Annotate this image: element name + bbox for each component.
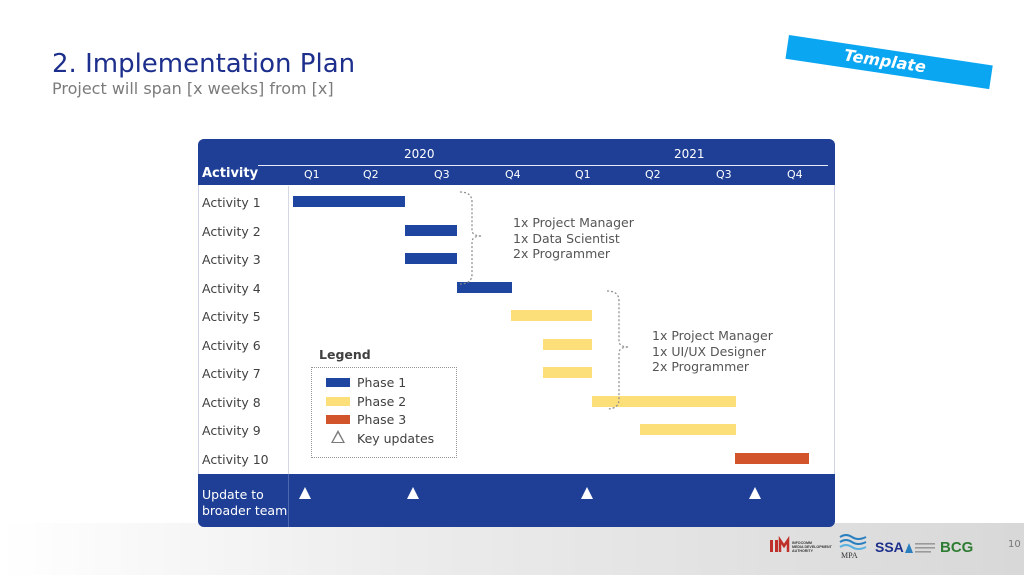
activity-label: Activity 10 [202,452,269,467]
year-label-2020: 2020 [404,147,435,161]
legend-phase-1-label: Phase 1 [357,375,407,390]
svg-text:MEDIA DEVELOPMENT: MEDIA DEVELOPMENT [792,545,832,549]
legend-title: Legend [319,347,371,362]
key-update-triangle-icon [299,487,311,499]
legend-key-updates-label: Key updates [357,431,435,446]
activity-label: Activity 2 [202,224,261,239]
footer-band [0,523,1024,575]
update-row [198,474,835,527]
activity-column-header: Activity [202,166,259,181]
quarter-label: Q1 [304,168,320,181]
activity-label: Activity 9 [202,423,261,438]
quarter-label: Q3 [434,168,450,181]
activity-9-bar [640,424,736,435]
svg-text:AUTHORITY: AUTHORITY [792,549,814,553]
svg-text:SSA: SSA [875,539,904,555]
quarter-label: Q3 [716,168,732,181]
team-1-note: 1x Project Manager 1x Data Scientist 2x … [513,215,634,261]
ssa-logo: SSA [875,539,935,555]
team-2-brace [606,290,630,410]
team-1-brace [459,191,483,285]
legend-phase-1-swatch [326,378,350,387]
key-update-triangle-icon [407,487,419,499]
quarter-label: Q2 [363,168,379,181]
legend-phase-2-label: Phase 2 [357,394,407,409]
activity-label: Activity 1 [202,195,261,210]
svg-text:INFOCOMM: INFOCOMM [792,541,812,545]
activity-6-bar [543,339,592,350]
activity-label: Activity 7 [202,366,261,381]
year-label-2021: 2021 [674,147,705,161]
page-title: 2. Implementation Plan [52,49,356,79]
activity-label: Activity 5 [202,309,261,324]
key-update-triangle-icon [581,487,593,499]
template-tag: Template [785,35,993,90]
activity-label: Activity 4 [202,281,261,296]
imda-logo: INFOCOMM MEDIA DEVELOPMENT AUTHORITY [770,536,832,553]
page-subtitle: Project will span [x weeks] from [x] [52,79,334,98]
mpa-logo: MPA [839,534,867,560]
activity-4-bar [457,282,512,293]
activity-label: Activity 6 [202,338,261,353]
key-update-triangle-icon-inner [333,433,343,442]
quarter-label: Q1 [575,168,591,181]
svg-text:MPA: MPA [841,551,858,560]
activity-1-bar [293,196,405,207]
header-divider [258,165,828,166]
svg-text:BCG: BCG [940,539,973,556]
activity-label: Activity 3 [202,252,261,267]
activity-10-bar [735,453,809,464]
team-2-note: 1x Project Manager 1x UI/UX Designer 2x … [652,328,773,374]
quarter-label: Q4 [505,168,521,181]
quarter-label: Q4 [787,168,803,181]
activity-8-bar [592,396,736,407]
update-row-divider [288,474,289,527]
update-row-label: Update to broader team [202,487,288,518]
gantt-header [198,139,835,185]
activity-2-bar [405,225,457,236]
legend-box [311,367,457,458]
quarter-label: Q2 [645,168,661,181]
bcg-logo: BCG [940,539,973,556]
legend-phase-2-swatch [326,397,350,406]
activity-3-bar [405,253,457,264]
label-column-divider [288,186,289,474]
legend-phase-3-swatch [326,415,350,424]
activity-label: Activity 8 [202,395,261,410]
key-update-triangle-icon [749,487,761,499]
activity-7-bar [543,367,592,378]
activity-5-bar [511,310,592,321]
legend-phase-3-label: Phase 3 [357,412,407,427]
page-number: 10 [1008,539,1021,550]
